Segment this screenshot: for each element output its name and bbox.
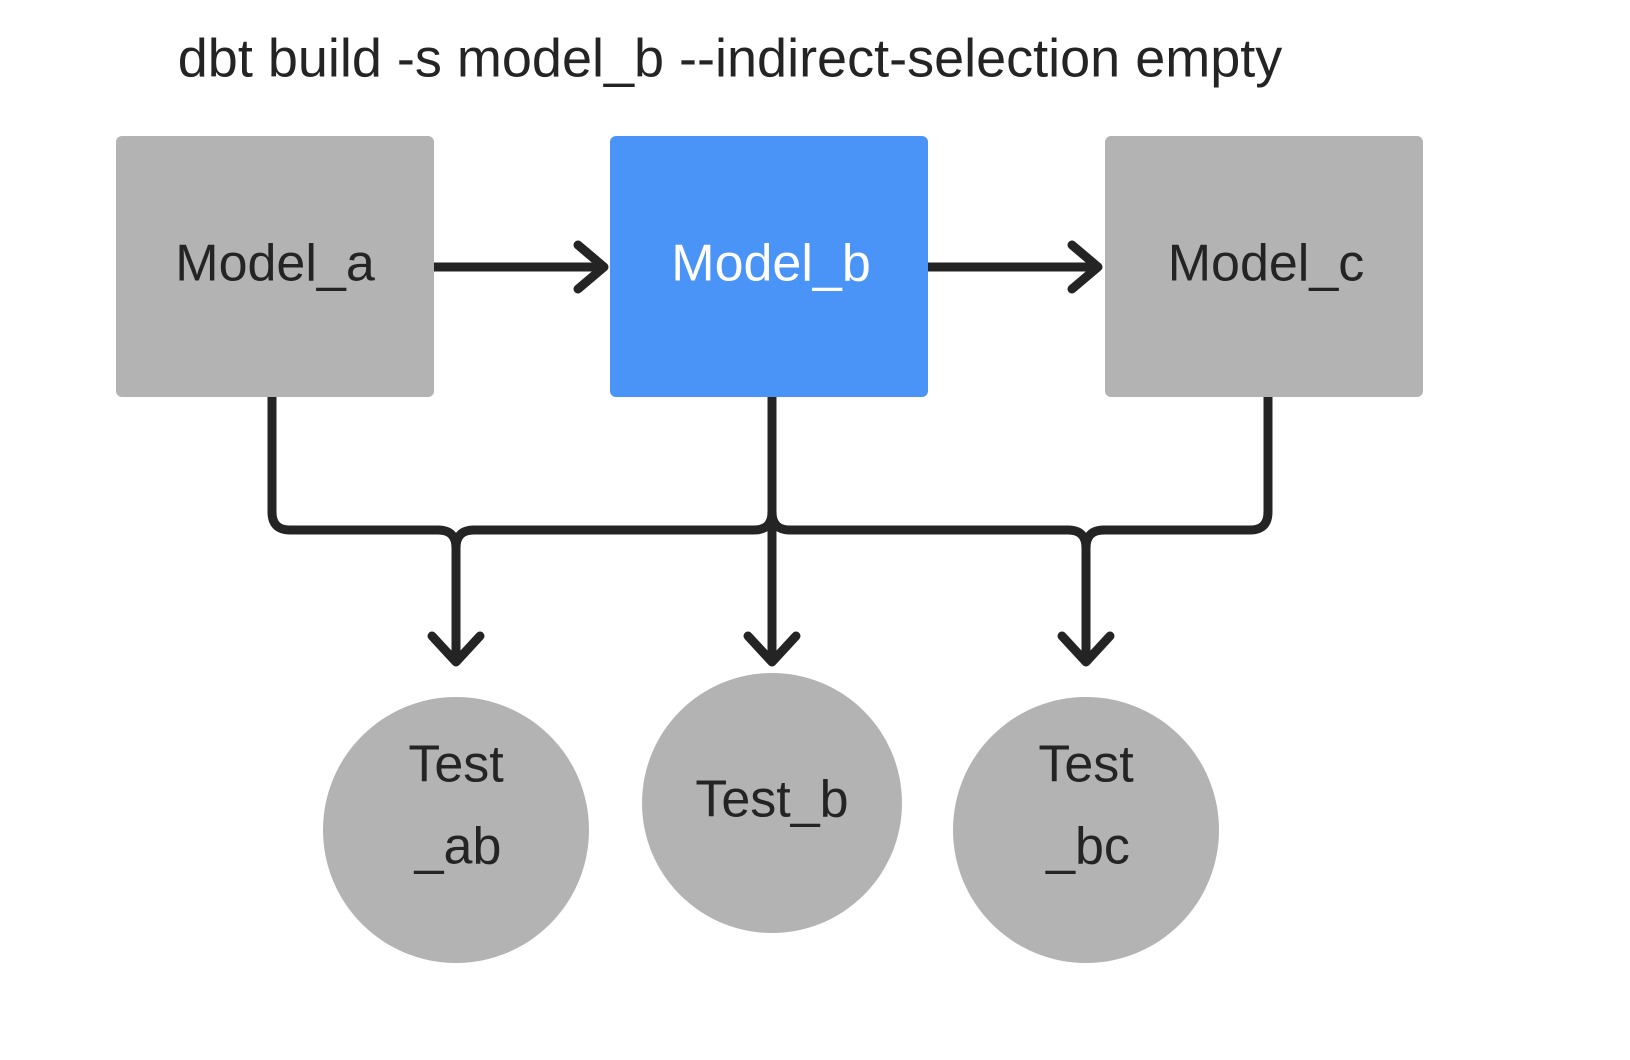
test-node-layer: Test _ab Test_b Test _bc: [323, 673, 1219, 963]
edge-model-a-to-test-ab: [267, 392, 485, 667]
node-model-c[interactable]: Model_c: [1105, 136, 1423, 397]
edge-model-b-to-test-ab: [451, 392, 777, 553]
node-test-bc-label-line1: Test: [1038, 736, 1134, 794]
node-test-b[interactable]: Test_b: [642, 673, 902, 933]
node-test-ab-shape[interactable]: [323, 697, 589, 963]
node-model-b[interactable]: Model_b: [610, 136, 928, 397]
node-model-c-shape[interactable]: [1105, 136, 1423, 397]
edge-model-b-to-test-b: [743, 392, 801, 667]
node-model-c-label: Model_c: [1168, 235, 1365, 293]
node-test-bc-label-line2: _bc: [1045, 818, 1130, 876]
edge-model-b-to-model-c: [923, 240, 1103, 294]
node-model-a-shape[interactable]: [116, 136, 434, 397]
node-test-bc[interactable]: Test _bc: [953, 697, 1219, 963]
model-node-layer: Model_a Model_b Model_c: [116, 136, 1423, 397]
node-model-b-label: Model_b: [671, 235, 870, 293]
node-test-ab-label-line2: _ab: [414, 818, 502, 876]
diagram-title: dbt build -s model_b --indirect-selectio…: [178, 28, 1283, 88]
node-model-a-label: Model_a: [175, 235, 375, 293]
node-test-ab[interactable]: Test _ab: [323, 697, 589, 963]
edge-model-c-to-test-bc: [1057, 392, 1273, 667]
edge-layer: [267, 240, 1273, 667]
edge-model-b-to-test-bc: [767, 507, 1091, 553]
node-model-a[interactable]: Model_a: [116, 136, 434, 397]
node-test-b-label-line1: Test_b: [695, 771, 848, 829]
node-test-ab-label-line1: Test: [408, 736, 504, 794]
node-test-bc-shape[interactable]: [953, 697, 1219, 963]
node-test-b-shape[interactable]: [642, 673, 902, 933]
node-model-b-shape[interactable]: [610, 136, 928, 397]
edge-model-a-to-model-b: [429, 240, 609, 294]
